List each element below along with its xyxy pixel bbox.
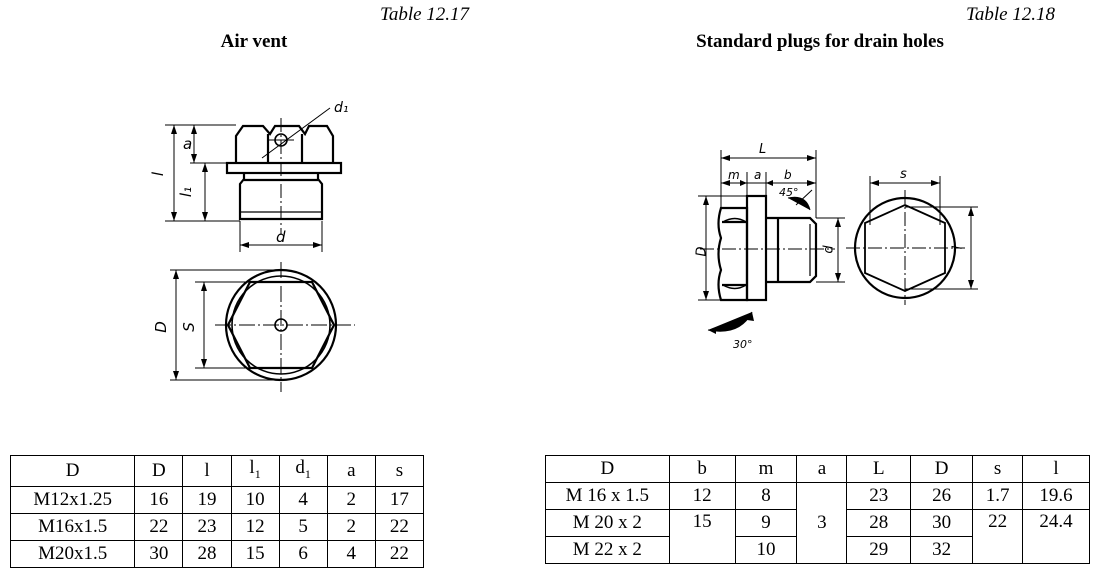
table-cell: 4 [278, 485, 328, 514]
table-cell: 10 [230, 485, 280, 514]
table-cell: 23 [182, 512, 232, 541]
table-cell: 30 [910, 509, 974, 537]
table-cell: M 22 x 2 [545, 536, 670, 564]
table-header-row: D b m a L D s l [545, 455, 1090, 483]
header-cell: D [545, 455, 670, 483]
table-cell: 2 [326, 485, 376, 514]
header-cell: s [972, 455, 1024, 483]
table-cell: 5 [278, 512, 328, 541]
header-cell: s [374, 455, 425, 487]
table-cell: 12 [230, 512, 280, 541]
label-angle45: 45° [779, 186, 799, 199]
right-table-number: Table 12.18 [966, 4, 1056, 25]
right-title: Standard plugs for drain holes [696, 31, 944, 52]
table-cell: 12 [668, 482, 736, 510]
header-cell: l1 [230, 455, 280, 487]
label-l: l [149, 171, 168, 177]
table-cell: 30 [134, 539, 184, 568]
table-row: M 16 x 1.5 12 8 3 23 26 1.7 19.6 [545, 482, 1090, 564]
table-cell: 19 [182, 485, 232, 514]
header-cell: a [796, 455, 848, 483]
header-cell: l [182, 455, 232, 487]
left-table-number: Table 12.17 [380, 4, 470, 25]
table-row: M 22 x 2 10 29 32 [545, 536, 1090, 564]
table-row: M 20 x 2 15 9 28 30 22 24.4 [545, 509, 1090, 564]
table-cell: 16 [134, 485, 184, 514]
header-cell: b [668, 455, 736, 483]
drain-plug-table: D b m a L D s l M 16 x 1.5 12 8 3 23 26 … [545, 455, 1090, 564]
header-cell: d1 [278, 455, 328, 487]
table-cell: 26 [910, 482, 974, 510]
table-cell: 24.4 [1022, 509, 1090, 564]
header-cell: m [734, 455, 798, 483]
table-cell: 15 [668, 509, 736, 564]
table-cell: 15 [230, 539, 280, 568]
table-cell: 32 [910, 536, 974, 564]
table-cell: 28 [182, 539, 232, 568]
header-cell: a [326, 455, 376, 487]
table-cell: M20x1.5 [9, 539, 136, 568]
label-d: d [276, 228, 286, 246]
label-s: s [900, 167, 907, 182]
air-vent-table: D D l l1 d1 a s M12x1.25 16 19 10 4 2 17… [9, 455, 425, 568]
left-title: Air vent [220, 31, 288, 52]
header-cell: D [134, 455, 184, 487]
table-cell: 4 [326, 539, 376, 568]
table-cell: M 16 x 1.5 [545, 482, 670, 510]
header-cell: L [846, 455, 912, 483]
label-a-right: a [754, 168, 762, 182]
label-l-right: l [950, 245, 966, 250]
table-row: M12x1.25 16 19 10 4 2 17 [9, 485, 425, 514]
table-cell: 22 [374, 539, 425, 568]
header-cell: l [1022, 455, 1090, 483]
table-cell: 17 [374, 485, 425, 514]
table-cell: 1.7 [972, 482, 1024, 510]
header-cell: D [910, 455, 974, 483]
label-l1: l₁ [177, 186, 196, 198]
table-cell: 2 [326, 512, 376, 541]
table-cell: 29 [846, 536, 912, 564]
label-m: m [728, 168, 740, 182]
label-L: L [759, 142, 767, 157]
label-a: a [183, 135, 193, 153]
table-cell: 28 [846, 509, 912, 537]
table-cell: M16x1.5 [9, 512, 136, 541]
label-d-right: d [821, 245, 837, 254]
table-row: M16x1.5 22 23 12 5 2 22 [9, 512, 425, 541]
table-cell: 6 [278, 539, 328, 568]
table-cell: 19.6 [1022, 482, 1090, 510]
table-cell: M12x1.25 [9, 485, 136, 514]
label-d1: d₁ [334, 100, 349, 116]
table-header-row: D D l l1 d1 a s [9, 455, 425, 487]
label-D: D [151, 321, 170, 333]
table-cell: 9 [734, 509, 798, 537]
table-cell: 8 [734, 482, 798, 510]
header-cell: D [9, 455, 136, 487]
table-cell: 10 [734, 536, 798, 564]
table-cell: 22 [374, 512, 425, 541]
label-S: S [179, 322, 198, 332]
table-cell: 22 [134, 512, 184, 541]
table-row: M20x1.5 30 28 15 6 4 22 [9, 539, 425, 568]
table-cell: 3 [796, 482, 848, 564]
table-cell: 23 [846, 482, 912, 510]
label-D-right: D [694, 246, 710, 257]
table-cell: 22 [972, 509, 1024, 564]
label-b: b [784, 168, 792, 182]
label-angle30: 30° [733, 338, 753, 351]
table-cell: M 20 x 2 [545, 509, 670, 537]
